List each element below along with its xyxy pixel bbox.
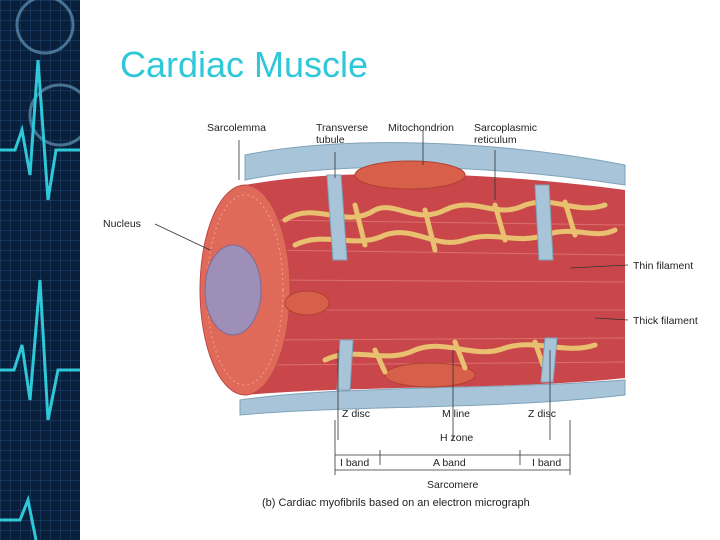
label-z-disc-left: Z disc: [342, 408, 370, 420]
cardiac-muscle-diagram: [95, 110, 635, 440]
mitochondrion-bottom: [385, 363, 475, 387]
label-thick-filament: Thick filament: [633, 315, 698, 327]
label-z-disc-right: Z disc: [528, 408, 556, 420]
label-m-line: M line: [442, 408, 470, 420]
mitochondrion-side: [285, 291, 329, 315]
label-sarcoplasmic-1: Sarcoplasmic: [474, 122, 537, 134]
band-brackets: [330, 420, 575, 485]
diagram-caption: (b) Cardiac myofibrils based on an elect…: [262, 497, 530, 509]
mitochondrion-top: [355, 161, 465, 189]
label-sarcoplasmic-2: reticulum: [474, 134, 517, 146]
nucleus-shape: [205, 245, 261, 335]
label-thin-filament: Thin filament: [633, 260, 693, 272]
ecg-heartbeat-icon: [0, 0, 80, 540]
slide-title: Cardiac Muscle: [120, 44, 368, 86]
decorative-sidebar: [0, 0, 80, 540]
label-transverse-tubule-1: Transverse: [316, 122, 368, 134]
label-nucleus: Nucleus: [103, 218, 141, 230]
label-sarcolemma: Sarcolemma: [207, 122, 266, 134]
label-mitochondrion: Mitochondrion: [388, 122, 454, 134]
label-transverse-tubule-2: tubule: [316, 134, 345, 146]
